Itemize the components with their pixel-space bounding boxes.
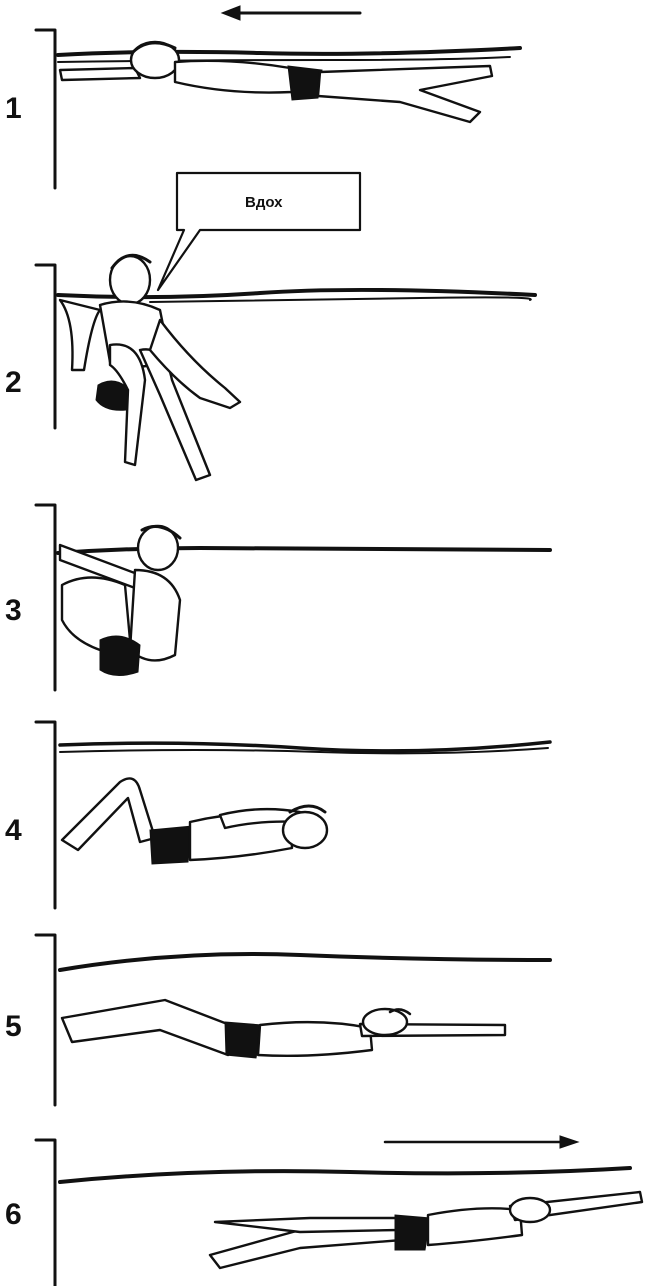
inhale-callout: Вдох (158, 173, 360, 290)
step-number-5: 5 (5, 1010, 22, 1043)
swimmer-figure-6 (210, 1192, 642, 1268)
step-number-1: 1 (5, 92, 22, 125)
pool-wall (36, 722, 55, 908)
step-2-panel (36, 255, 535, 480)
pool-wall (36, 1140, 55, 1286)
callout-text: Вдох (245, 194, 283, 211)
step-5-panel (36, 935, 550, 1105)
swimmer-figure-5 (62, 1000, 505, 1058)
water-surface (58, 548, 550, 553)
pool-wall (36, 30, 55, 188)
step-3-panel (36, 505, 550, 690)
water-surface (58, 48, 520, 55)
step-4-panel (36, 722, 550, 908)
pool-wall (36, 505, 55, 690)
step-number-3: 3 (5, 594, 22, 627)
water-surface (60, 954, 550, 970)
pool-wall (36, 265, 55, 428)
step-number-2: 2 (5, 366, 22, 399)
arrow-right-icon (385, 1136, 578, 1148)
step-number-6: 6 (5, 1198, 22, 1231)
water-surface (60, 1168, 630, 1182)
step-1-panel (36, 30, 520, 188)
swimmer-figure-4 (62, 778, 327, 864)
pool-wall (36, 935, 55, 1105)
swimmer-figure-2 (60, 255, 240, 480)
arrow-left-icon (222, 6, 360, 20)
step-6-panel (36, 1136, 642, 1286)
step-number-4: 4 (5, 814, 22, 847)
